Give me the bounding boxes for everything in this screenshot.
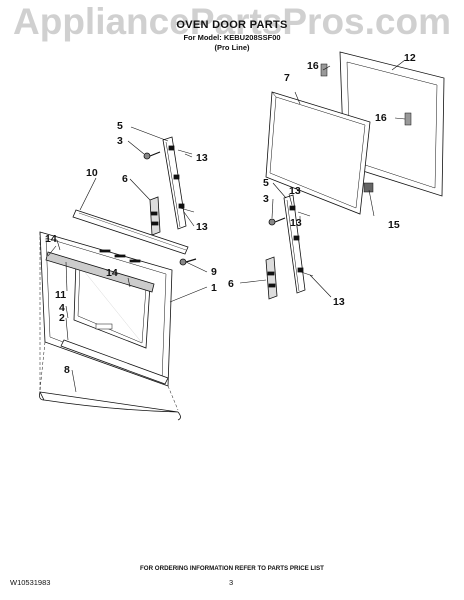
model-subtitle: For Model: KEBU208SSF00 (Pro Line) (0, 33, 464, 53)
ordering-note: FOR ORDERING INFORMATION REFER TO PARTS … (140, 565, 324, 572)
callout-leader-lines (47, 59, 406, 393)
door-top-channel (72, 209, 189, 255)
callout-10: 10 (86, 167, 98, 179)
page-number: 3 (229, 578, 234, 587)
callout-8: 8 (64, 364, 70, 376)
lower-hinge-assembly-right (265, 194, 314, 300)
watermark: AppliancePartsPros.com (13, 1, 451, 42)
callout-13e: 13 (333, 296, 345, 308)
callout-11: 11 (55, 289, 66, 301)
callout-4: 4 (59, 302, 65, 314)
assembly-guide-lines (39, 232, 179, 411)
callout-12: 12 (404, 52, 416, 64)
page-title: OVEN DOOR PARTS (176, 19, 288, 31)
callout-16: 16 (307, 60, 319, 72)
callout-14: 14 (45, 233, 57, 245)
callout-3: 3 (117, 135, 123, 147)
callout-3b: 3 (263, 193, 269, 205)
callout-2: 2 (59, 312, 65, 324)
callout-6: 6 (122, 173, 128, 185)
door-bottom-trim (60, 339, 169, 385)
variant-line: (Pro Line) (214, 43, 250, 52)
callout-labels: 12 16 7 16 5 3 13 6 10 5 13 3 13 13 15 1… (45, 52, 416, 376)
upper-hinge-assembly-left (143, 136, 195, 236)
callout-13: 13 (196, 152, 208, 164)
document-part-number: W10531983 (10, 578, 51, 587)
callout-7: 7 (284, 72, 290, 84)
callout-13b: 13 (289, 185, 301, 197)
callout-13c: 13 (196, 221, 208, 233)
door-handle (39, 391, 181, 421)
callout-14b: 14 (106, 267, 118, 279)
callout-5: 5 (117, 120, 123, 132)
door-screw (179, 258, 197, 266)
callout-5b: 5 (263, 177, 269, 189)
callout-13d: 13 (290, 217, 302, 229)
model-line: For Model: KEBU208SSF00 (183, 33, 281, 42)
callout-15: 15 (388, 219, 400, 231)
callout-9: 9 (211, 266, 217, 278)
glass-retainer-clip (363, 182, 374, 193)
callout-1: 1 (211, 282, 217, 294)
callout-6b: 6 (228, 278, 234, 290)
inner-door-glass (265, 91, 371, 215)
callout-16b: 16 (375, 112, 387, 124)
